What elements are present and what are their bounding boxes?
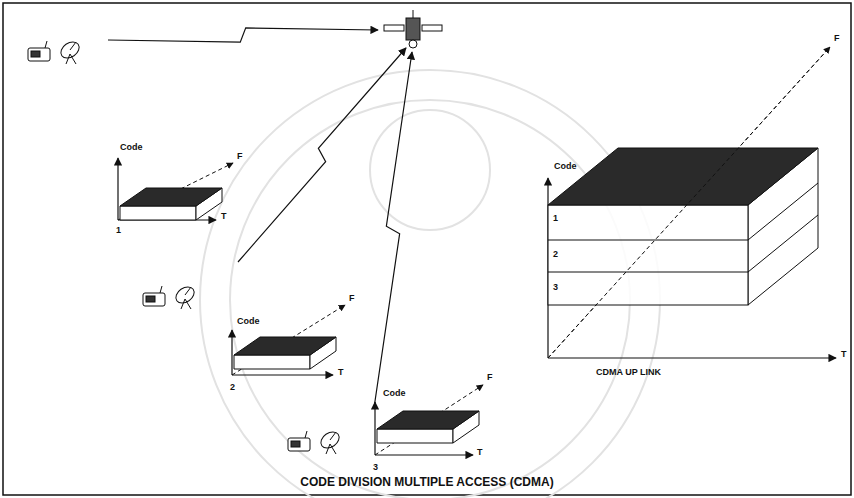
chart-number: 2 [230, 383, 235, 392]
uplink-signal [238, 48, 406, 262]
chart-number: 3 [373, 463, 378, 472]
cdma-uplink-chart [548, 47, 836, 358]
axis-label: F [237, 152, 243, 161]
chart-number: 1 [116, 226, 121, 235]
axis-label: T [221, 212, 227, 221]
axis-label: F [834, 34, 840, 43]
chart-caption: CDMA UP LINK [596, 368, 661, 377]
satellite [384, 10, 442, 48]
axis-label: F [349, 294, 355, 303]
frame [3, 3, 851, 495]
layer-number: 3 [553, 283, 558, 292]
earth-station [28, 39, 82, 64]
code-chart-1 [118, 158, 233, 220]
axis-label: T [477, 448, 483, 457]
earth-station [143, 284, 197, 309]
code-chart-3 [375, 385, 483, 455]
diagram-title: CODE DIVISION MULTIPLE ACCESS (CDMA) [0, 476, 854, 488]
axis-label: Code [237, 317, 260, 326]
earth-station [288, 429, 342, 454]
axis-label: Code [120, 143, 143, 152]
axis-label: Code [383, 389, 406, 398]
uplink-signal [108, 28, 378, 42]
axis-label: T [338, 368, 344, 377]
uplink-signal [374, 52, 412, 408]
code-chart-2 [232, 305, 345, 375]
layer-number: 2 [553, 250, 558, 259]
layer-number: 1 [553, 214, 558, 223]
axis-label: Code [554, 162, 577, 171]
axis-label: F [487, 373, 493, 382]
axis-label: T [841, 350, 847, 359]
